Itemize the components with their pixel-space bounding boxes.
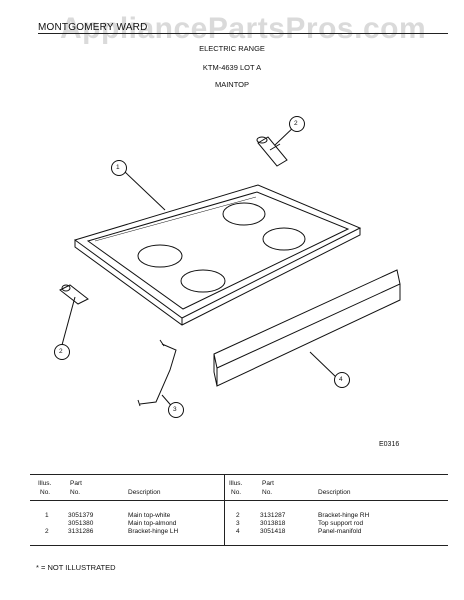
table-row-part: 3051418 xyxy=(260,528,286,535)
header-part: Part xyxy=(70,480,82,487)
model-number: KTM-4639 LOT A xyxy=(202,63,262,72)
callout-3 xyxy=(168,402,184,418)
parts-diagram xyxy=(54,116,401,418)
table-row-part: 3131286 xyxy=(68,528,94,535)
header-rule xyxy=(38,33,448,34)
section-name: MAINTOP xyxy=(214,80,250,89)
main-top-part xyxy=(73,184,362,326)
table-row-desc: Top support rod xyxy=(318,520,364,527)
callout-1-label: 1 xyxy=(116,164,120,171)
callout-3-label: 3 xyxy=(173,406,177,413)
table-row-illus: 3 xyxy=(236,520,240,527)
hinge-bracket-lh xyxy=(59,284,89,305)
table-row-desc: Main top-almond xyxy=(128,520,177,527)
support-rod xyxy=(137,339,177,407)
brand-name: MONTGOMERY WARD xyxy=(38,22,148,33)
table-row-illus: 2 xyxy=(236,512,240,519)
table-row-part: 3013818 xyxy=(260,520,286,527)
table-row-desc: Panel-manifold xyxy=(318,528,362,535)
manifold-panel xyxy=(213,269,401,387)
table-bottom-rule xyxy=(30,545,448,546)
table-row-desc: Bracket-hinge RH xyxy=(318,512,370,519)
table-row-part: 3131287 xyxy=(260,512,286,519)
diagram-code: E0316 xyxy=(379,441,400,448)
header-no: No. xyxy=(40,489,51,496)
header-illus-right: Illus. xyxy=(229,480,243,487)
header-no-right: No. xyxy=(231,489,242,496)
table-row-illus: 4 xyxy=(236,528,240,535)
table-row-part: 3051379 xyxy=(68,512,94,519)
table-top-rule xyxy=(30,474,448,475)
table-header-rule xyxy=(30,500,448,501)
footnote: * = NOT ILLUSTRATED xyxy=(36,563,116,572)
header-illus: Illus. xyxy=(38,480,52,487)
callout-1 xyxy=(111,160,127,176)
header-part-no-right: No. xyxy=(262,489,273,496)
header-description: Description xyxy=(128,489,161,496)
callout-2b-label: 2 xyxy=(59,348,63,355)
watermark: AppliancePartsPros.com xyxy=(60,12,427,45)
header-part-no: No. xyxy=(70,489,81,496)
callout-2a-label: 2 xyxy=(294,120,298,127)
header-part-right: Part xyxy=(262,480,274,487)
table-row-part: 3051380 xyxy=(68,520,94,527)
header-description-right: Description xyxy=(318,489,351,496)
table-divider xyxy=(224,474,225,545)
table-row-illus: 2 xyxy=(45,528,49,535)
hinge-bracket-rh xyxy=(256,136,288,167)
callout-4 xyxy=(334,372,350,388)
table-row-illus: 1 xyxy=(45,512,49,519)
appliance-type: ELECTRIC RANGE xyxy=(199,44,265,53)
table-row-desc: Main top-white xyxy=(128,512,171,519)
table-row-desc: Bracket-hinge LH xyxy=(128,528,179,535)
callout-2b xyxy=(54,344,70,360)
callout-4-label: 4 xyxy=(339,376,343,383)
callout-2a xyxy=(289,116,305,132)
